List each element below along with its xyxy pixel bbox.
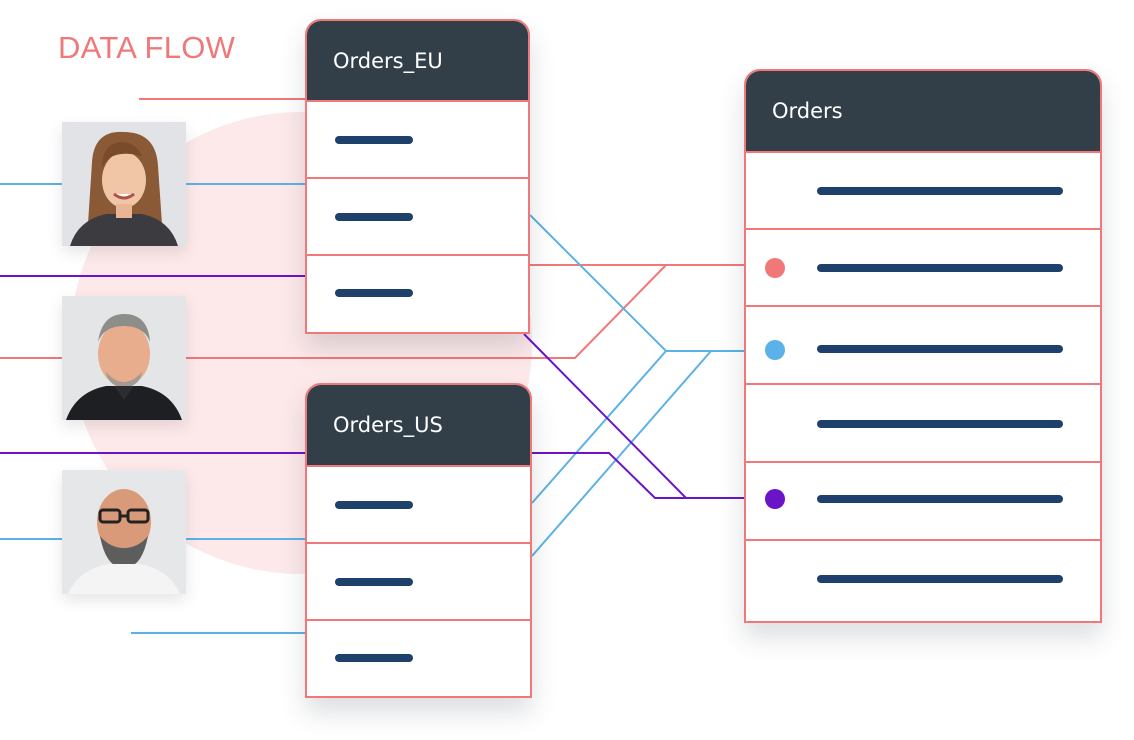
table-row bbox=[307, 179, 528, 256]
row-placeholder-bar bbox=[817, 187, 1063, 195]
table-row bbox=[746, 230, 1100, 307]
table-row bbox=[307, 621, 530, 696]
purple-connection-dot bbox=[765, 489, 785, 509]
row-placeholder-bar bbox=[335, 578, 413, 586]
orders-eu-table: Orders_EU bbox=[305, 19, 530, 334]
table-row bbox=[307, 256, 528, 332]
table-row bbox=[307, 544, 530, 621]
orders-us-header: Orders_US bbox=[307, 385, 530, 467]
row-placeholder-bar bbox=[817, 264, 1063, 272]
table-row bbox=[746, 385, 1100, 463]
orders-eu-header: Orders_EU bbox=[307, 21, 528, 102]
orders-us-table: Orders_US bbox=[305, 383, 532, 698]
table-row bbox=[307, 467, 530, 544]
row-placeholder-bar bbox=[335, 501, 413, 509]
row-placeholder-bar bbox=[817, 420, 1063, 428]
orders-us-title: Orders_US bbox=[333, 413, 443, 437]
row-placeholder-bar bbox=[335, 213, 413, 221]
table-row bbox=[746, 541, 1100, 621]
row-placeholder-bar bbox=[335, 654, 413, 662]
wire-red-man-to-orders bbox=[0, 264, 667, 359]
orders-eu-title: Orders_EU bbox=[333, 48, 443, 73]
blue-connection-dot bbox=[765, 340, 785, 360]
orders-table: Orders bbox=[744, 69, 1102, 623]
wire-blue-eu-to-orders bbox=[529, 214, 774, 352]
table-row bbox=[307, 102, 528, 179]
row-placeholder-bar bbox=[335, 136, 413, 144]
row-placeholder-bar bbox=[335, 289, 413, 297]
wire-blue-us-row1 bbox=[531, 350, 667, 504]
page-title: DATA FLOW bbox=[58, 30, 236, 65]
avatar-bald-man bbox=[62, 470, 186, 594]
row-placeholder-bar bbox=[817, 345, 1063, 353]
wire-blue-us-row2 bbox=[531, 350, 712, 557]
row-placeholder-bar bbox=[817, 495, 1063, 503]
table-row bbox=[746, 153, 1100, 230]
wire-purple-us-to-orders bbox=[532, 452, 686, 499]
table-row bbox=[746, 307, 1100, 385]
row-placeholder-bar bbox=[817, 575, 1063, 583]
red-connection-dot bbox=[765, 258, 785, 278]
orders-title: Orders bbox=[772, 99, 843, 123]
avatar-woman bbox=[62, 122, 186, 246]
avatar-man bbox=[62, 296, 186, 420]
table-row bbox=[746, 463, 1100, 541]
orders-header: Orders bbox=[746, 71, 1100, 153]
